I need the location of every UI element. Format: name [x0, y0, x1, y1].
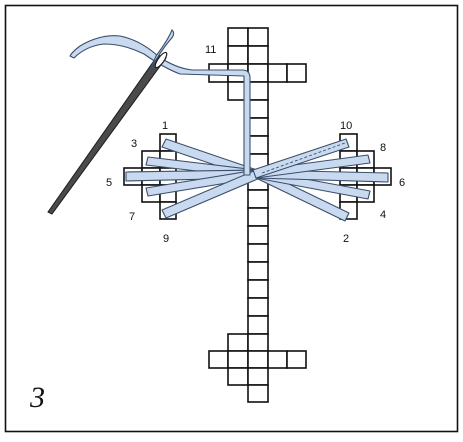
stitch-label-10: 10	[340, 120, 352, 132]
stitch-label-1: 1	[162, 120, 168, 132]
stitch-label-2: 2	[343, 233, 349, 245]
stitch-label-8: 8	[380, 142, 386, 154]
needle-icon	[47, 51, 168, 215]
step-number: 3	[29, 381, 45, 414]
stitch-label-3: 3	[131, 138, 137, 150]
stitch-label-6: 6	[399, 177, 405, 189]
stitch-label-7: 7	[129, 211, 135, 223]
thread-strand	[149, 29, 175, 71]
stitch-label-11: 11	[205, 44, 216, 56]
stitch-label-5: 5	[106, 177, 112, 189]
thread-strands	[69, 35, 389, 222]
thread-strand	[69, 35, 251, 176]
stitch-label-4: 4	[380, 209, 386, 221]
stitch-labels: 1 2 3 4 5 6 7 8 9 10 11	[106, 44, 405, 245]
stitch-label-9: 9	[163, 233, 169, 245]
